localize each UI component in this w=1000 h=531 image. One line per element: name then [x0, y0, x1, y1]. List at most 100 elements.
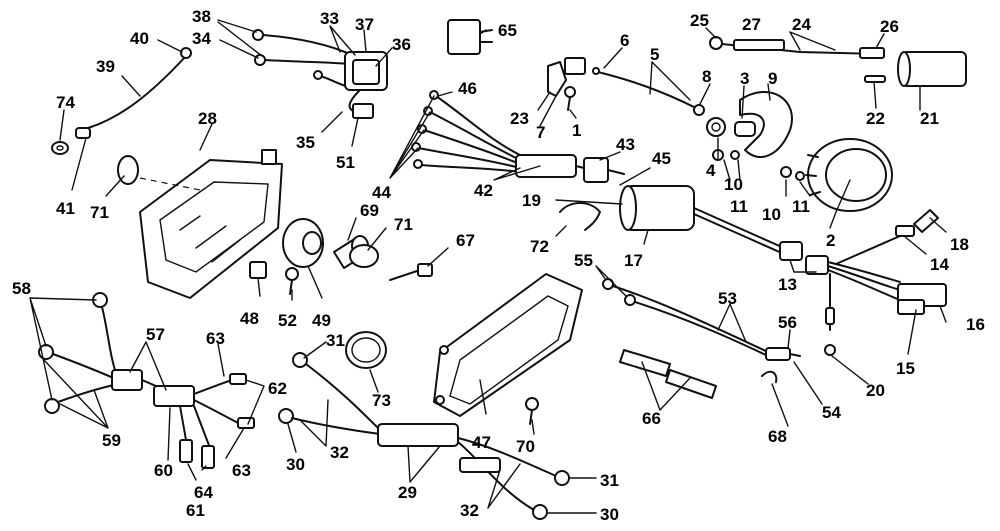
wire-5-6-8: [592, 67, 705, 116]
harness-60-64: [153, 373, 255, 469]
label-53: 53: [718, 289, 737, 308]
label-2: 2: [826, 231, 835, 250]
label-56: 56: [778, 313, 797, 332]
label-13: 13: [778, 275, 797, 294]
label-72: 72: [530, 237, 549, 256]
label-5: 5: [650, 45, 659, 64]
label-35: 35: [296, 133, 315, 152]
label-58: 58: [12, 279, 31, 298]
label-40: 40: [130, 29, 149, 48]
label-63a: 63: [206, 329, 225, 348]
bracket-9: [739, 90, 793, 159]
label-28: 28: [198, 109, 217, 128]
label-32b: 32: [460, 501, 479, 520]
label-17: 17: [624, 251, 643, 270]
screw-52: [285, 267, 299, 295]
relay-65: [447, 19, 493, 55]
label-11b: 11: [792, 197, 810, 216]
screw-1: [564, 86, 576, 111]
label-61: 61: [186, 501, 205, 520]
bulb-3: [734, 121, 756, 137]
label-20: 20: [866, 381, 885, 400]
label-34: 34: [192, 29, 211, 48]
module-28: [139, 149, 283, 299]
label-42: 42: [474, 181, 493, 200]
label-30b: 30: [600, 505, 619, 524]
label-44: 44: [372, 183, 391, 202]
gauge-2: [805, 138, 893, 212]
harness-57: [38, 292, 157, 414]
socket-4: [706, 117, 726, 137]
label-46: 46: [458, 79, 477, 98]
label-27: 27: [742, 15, 761, 34]
label-10a: 10: [724, 175, 743, 194]
label-60: 60: [154, 461, 173, 480]
label-48: 48: [240, 309, 259, 328]
harness-29: [278, 352, 570, 520]
label-52: 52: [278, 311, 297, 330]
nut-74: [51, 141, 69, 155]
label-29: 29: [398, 483, 417, 502]
ground-wire-39: [75, 47, 192, 139]
label-63b: 63: [232, 461, 251, 480]
clip-68: [761, 370, 778, 383]
label-4: 4: [706, 161, 716, 180]
clip-72: [559, 202, 601, 231]
relay-harness-33: [252, 29, 388, 113]
label-67: 67: [456, 231, 475, 250]
label-47: 47: [472, 433, 491, 452]
sleeves-66: [619, 349, 717, 399]
bolt-67: [389, 263, 433, 281]
label-3: 3: [740, 69, 749, 88]
label-9: 9: [768, 69, 777, 88]
grommet-49: [282, 218, 324, 268]
label-18: 18: [950, 235, 969, 254]
label-23: 23: [510, 109, 529, 128]
plug-21: [897, 51, 967, 87]
label-39: 39: [96, 57, 115, 76]
label-71b: 71: [394, 215, 413, 234]
label-68: 68: [768, 427, 787, 446]
washer-71-center: [349, 244, 379, 268]
label-64: 64: [194, 483, 213, 502]
label-70: 70: [516, 437, 535, 456]
label-7: 7: [536, 123, 545, 142]
label-74: 74: [56, 93, 75, 112]
label-14: 14: [930, 255, 949, 274]
label-62: 62: [268, 379, 287, 398]
label-57: 57: [146, 325, 165, 344]
label-45: 45: [652, 149, 671, 168]
label-71a: 71: [90, 203, 109, 222]
label-30a: 30: [286, 455, 305, 474]
label-22: 22: [866, 109, 885, 128]
label-21: 21: [920, 109, 939, 128]
connector-51: [352, 103, 374, 119]
label-32a: 32: [330, 443, 349, 462]
clamp-73: [345, 331, 387, 369]
plug-17: [619, 185, 785, 255]
label-31a: 31: [326, 331, 345, 350]
connector-16: [897, 283, 947, 315]
wire-24-27: [709, 36, 885, 59]
pin-22: [864, 75, 886, 83]
module-47: [433, 273, 583, 417]
label-65: 65: [498, 21, 517, 40]
label-15: 15: [896, 359, 915, 378]
label-43: 43: [616, 135, 635, 154]
label-26: 26: [880, 17, 899, 36]
clip-48: [249, 261, 267, 279]
label-10b: 10: [762, 205, 781, 224]
label-8: 8: [702, 67, 711, 86]
label-41: 41: [56, 199, 75, 218]
label-36: 36: [392, 35, 411, 54]
label-69: 69: [360, 201, 379, 220]
label-55: 55: [574, 251, 593, 270]
leader-lines: [29, 19, 947, 514]
label-31b: 31: [600, 471, 619, 490]
label-33: 33: [320, 9, 339, 28]
label-24: 24: [792, 15, 811, 34]
label-25: 25: [690, 11, 709, 30]
label-19: 19: [522, 191, 541, 210]
